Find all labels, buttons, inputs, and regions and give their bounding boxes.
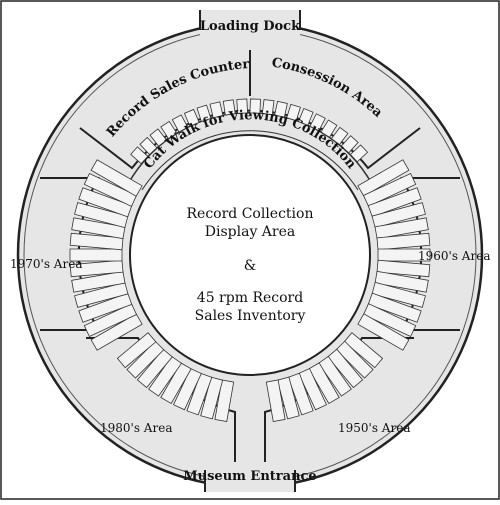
bin-counter xyxy=(196,104,212,122)
bin-1950s xyxy=(343,332,384,369)
area-1960s-label: 1960's Area xyxy=(418,249,490,263)
center-label-line4: Sales Inventory xyxy=(195,308,306,324)
bin-1970s xyxy=(78,187,133,218)
bin-1980s xyxy=(116,332,157,369)
bin-1960s xyxy=(374,217,429,240)
center-display-area xyxy=(129,134,371,376)
bin-1970s xyxy=(69,259,124,278)
bin-counter xyxy=(309,113,326,132)
bin-counter xyxy=(320,119,338,138)
bin-1970s xyxy=(83,172,138,207)
area-1950s-label: 1950's Area xyxy=(338,421,410,435)
bin-1950s xyxy=(276,376,300,420)
bin-1970s xyxy=(71,217,126,240)
bin-1960s xyxy=(371,202,426,229)
museum-entrance-label: Museum Entrance xyxy=(183,469,316,484)
record-bins xyxy=(69,98,431,422)
bin-1980s xyxy=(136,348,173,389)
bin-1960s xyxy=(367,187,422,218)
bin-counter xyxy=(274,100,288,118)
bin-counter xyxy=(261,99,275,116)
bin-1960s xyxy=(357,313,410,351)
bin-counter xyxy=(330,126,349,146)
bin-1980s xyxy=(214,379,235,422)
bin-1950s xyxy=(335,340,374,379)
bin-1950s xyxy=(317,355,352,397)
bin-counter xyxy=(139,136,158,156)
bin-1970s xyxy=(74,281,129,308)
museum-entrance-opening xyxy=(205,476,295,492)
center-label-amp: & xyxy=(244,258,256,274)
loading-dock-opening xyxy=(200,10,300,36)
bin-1960s xyxy=(371,281,426,308)
bin-1970s xyxy=(69,248,123,262)
bin-1970s xyxy=(71,270,126,293)
bin-counter xyxy=(149,128,168,147)
bin-1950s xyxy=(298,367,327,411)
bin-1950s xyxy=(327,348,364,389)
bin-1980s xyxy=(160,362,192,405)
bin-counter xyxy=(222,99,236,116)
bin-1980s xyxy=(200,376,224,420)
bin-1970s xyxy=(78,292,133,323)
bin-1980s xyxy=(148,355,183,397)
cat-walk-inner-rail xyxy=(141,130,359,191)
center-label-line2: Display Area xyxy=(205,224,295,240)
bin-counter xyxy=(340,135,359,154)
bin-1960s xyxy=(374,270,429,293)
center-label-line1: Record Collection xyxy=(187,206,314,222)
bin-1950s xyxy=(265,379,286,422)
bin-1970s xyxy=(69,232,124,251)
bin-1960s xyxy=(377,248,431,262)
bin-1960s xyxy=(367,292,422,323)
bin-1970s xyxy=(83,303,138,338)
area-1970s-label: 1970's Area xyxy=(10,257,82,271)
bin-1980s xyxy=(126,340,165,379)
bin-1980s xyxy=(173,367,202,411)
bin-1960s xyxy=(362,172,417,207)
bin-1960s xyxy=(362,303,417,338)
bin-1970s xyxy=(74,202,129,229)
bin-1950s xyxy=(287,372,314,416)
bin-counter xyxy=(183,108,200,127)
bin-counter xyxy=(130,146,149,165)
bin-1960s xyxy=(357,159,410,197)
bin-counter xyxy=(171,114,189,133)
bin-counter xyxy=(236,98,248,114)
bin-1960s xyxy=(376,232,431,251)
bin-counter xyxy=(209,101,224,119)
bin-1970s xyxy=(90,313,143,351)
bin-1970s xyxy=(90,159,143,197)
bin-1980s xyxy=(186,372,213,416)
center-label-line3: 45 rpm Record xyxy=(197,290,303,306)
bin-counter xyxy=(349,144,369,163)
area-1980s-label: 1980's Area xyxy=(100,421,172,435)
bin-counter xyxy=(298,107,314,126)
bin-counter xyxy=(286,103,301,122)
bin-counter xyxy=(160,120,178,140)
bin-counter xyxy=(249,98,261,114)
bin-1950s xyxy=(308,362,340,405)
loading-dock-label: Loading Dock xyxy=(200,19,301,34)
bin-1960s xyxy=(376,259,431,278)
